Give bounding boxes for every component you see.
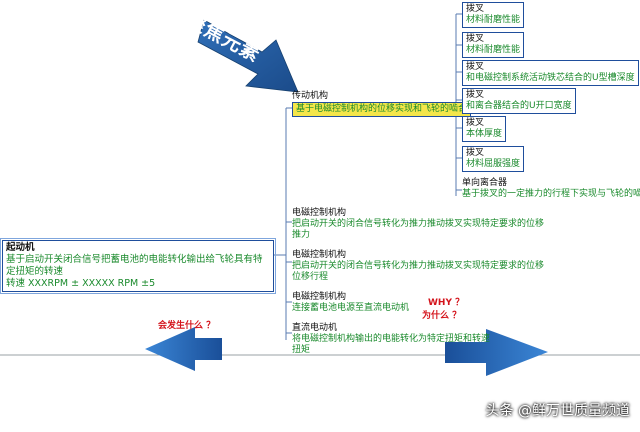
branch-solenoid-stroke[interactable]: 电磁控制机构 把启动开关的闭合信号转化为推力推动拨叉实现特定要求的位移 位移行程 xyxy=(292,250,544,283)
branch-title: 传动机构 xyxy=(292,91,329,101)
focus-arrow xyxy=(197,19,299,93)
branch-title: 电磁控制机构 xyxy=(292,250,347,260)
sub-node-title: 拨叉 xyxy=(466,34,485,44)
sub-node-fork[interactable]: 拨叉 和离合器结合的U开口宽度 xyxy=(462,88,576,114)
sub-node-desc: 和离合器结合的U开口宽度 xyxy=(466,101,572,111)
branch-desc: 连接蓄电池电源至直流电动机 xyxy=(292,303,410,313)
annotation-why-cn: 为什么 ？ xyxy=(422,311,462,321)
branch-title: 直流电动机 xyxy=(292,323,338,333)
branch-title: 电磁控制机构 xyxy=(292,208,347,218)
sub-node-title: 单向离合器 xyxy=(462,178,508,188)
sub-node-fork[interactable]: 拨叉 材料屈服强度 xyxy=(462,146,525,172)
branch-desc: 把启动开关的闭合信号转化为推力推动拨叉实现特定要求的位移 xyxy=(292,261,545,271)
sub-node-title: 拨叉 xyxy=(466,4,485,14)
branch-desc-2: 扭矩 xyxy=(292,345,311,355)
sub-node-title: 拨叉 xyxy=(466,90,485,100)
sub-node-fork[interactable]: 拨叉 本体厚度 xyxy=(462,116,507,142)
annotation-what-happens: 会发生什么 ？ xyxy=(158,321,216,331)
sub-node-one-way-clutch[interactable]: 单向离合器 基于拨叉的一定推力的行程下实现与飞轮的啮合 xyxy=(462,178,640,200)
branch-desc: 将电磁控制机构输出的电能转化为特定扭矩和转速 xyxy=(292,334,491,344)
branch-desc-2: 推力 xyxy=(292,230,311,240)
left-arrow xyxy=(145,327,222,371)
branch-desc-2: 位移行程 xyxy=(292,272,329,282)
sub-node-fork[interactable]: 拨叉 材料耐磨性能 xyxy=(462,32,525,58)
sub-node-desc: 材料耐磨性能 xyxy=(466,45,521,55)
watermark: 头条 @鲜万世质量频道 xyxy=(485,403,630,419)
sub-node-title: 拨叉 xyxy=(466,118,485,128)
sub-node-desc: 基于拨叉的一定推力的行程下实现与飞轮的啮合 xyxy=(462,189,640,199)
branch-desc: 基于电磁控制机构的位移实现和飞轮的啮合 xyxy=(292,102,472,117)
sub-node-title: 拨叉 xyxy=(466,62,485,72)
branch-title: 电磁控制机构 xyxy=(292,292,347,302)
sub-node-desc: 和电磁控制系统活动铁芯结合的U型槽深度 xyxy=(466,73,635,83)
sub-node-desc: 材料耐磨性能 xyxy=(466,15,521,25)
annotation-why-en: WHY ？ xyxy=(428,298,465,308)
branch-transmission[interactable]: 传动机构 基于电磁控制机构的位移实现和飞轮的啮合 xyxy=(292,91,472,117)
sub-node-desc: 本体厚度 xyxy=(466,129,503,139)
sub-node-fork[interactable]: 拨叉 材料耐磨性能 xyxy=(462,2,525,28)
sub-node-fork[interactable]: 拨叉 和电磁控制系统活动铁芯结合的U型槽深度 xyxy=(462,60,639,86)
branch-solenoid-thrust[interactable]: 电磁控制机构 把启动开关的闭合信号转化为推力推动拨叉实现特定要求的位移 推力 xyxy=(292,208,544,241)
root-desc: 基于启动开关闭合信号把蓄电池的电能转化输出给飞轮具有特定扭矩的转速 xyxy=(6,254,263,277)
branch-desc: 把启动开关的闭合信号转化为推力推动拨叉实现特定要求的位移 xyxy=(292,219,545,229)
sub-node-title: 拨叉 xyxy=(466,148,485,158)
branch-solenoid-power[interactable]: 电磁控制机构 连接蓄电池电源至直流电动机 xyxy=(292,292,409,314)
sub-node-desc: 材料屈服强度 xyxy=(466,159,521,169)
root-title: 起动机 xyxy=(6,242,35,253)
right-arrow xyxy=(445,329,548,376)
branch-dc-motor[interactable]: 直流电动机 将电磁控制机构输出的电能转化为特定扭矩和转速 扭矩 xyxy=(292,323,490,356)
root-rpm: 转速 XXXRPM ± XXXXX RPM ±5 xyxy=(6,278,156,289)
root-node-starter[interactable]: 起动机 基于启动开关闭合信号把蓄电池的电能转化输出给飞轮具有特定扭矩的转速 转速… xyxy=(0,238,276,294)
